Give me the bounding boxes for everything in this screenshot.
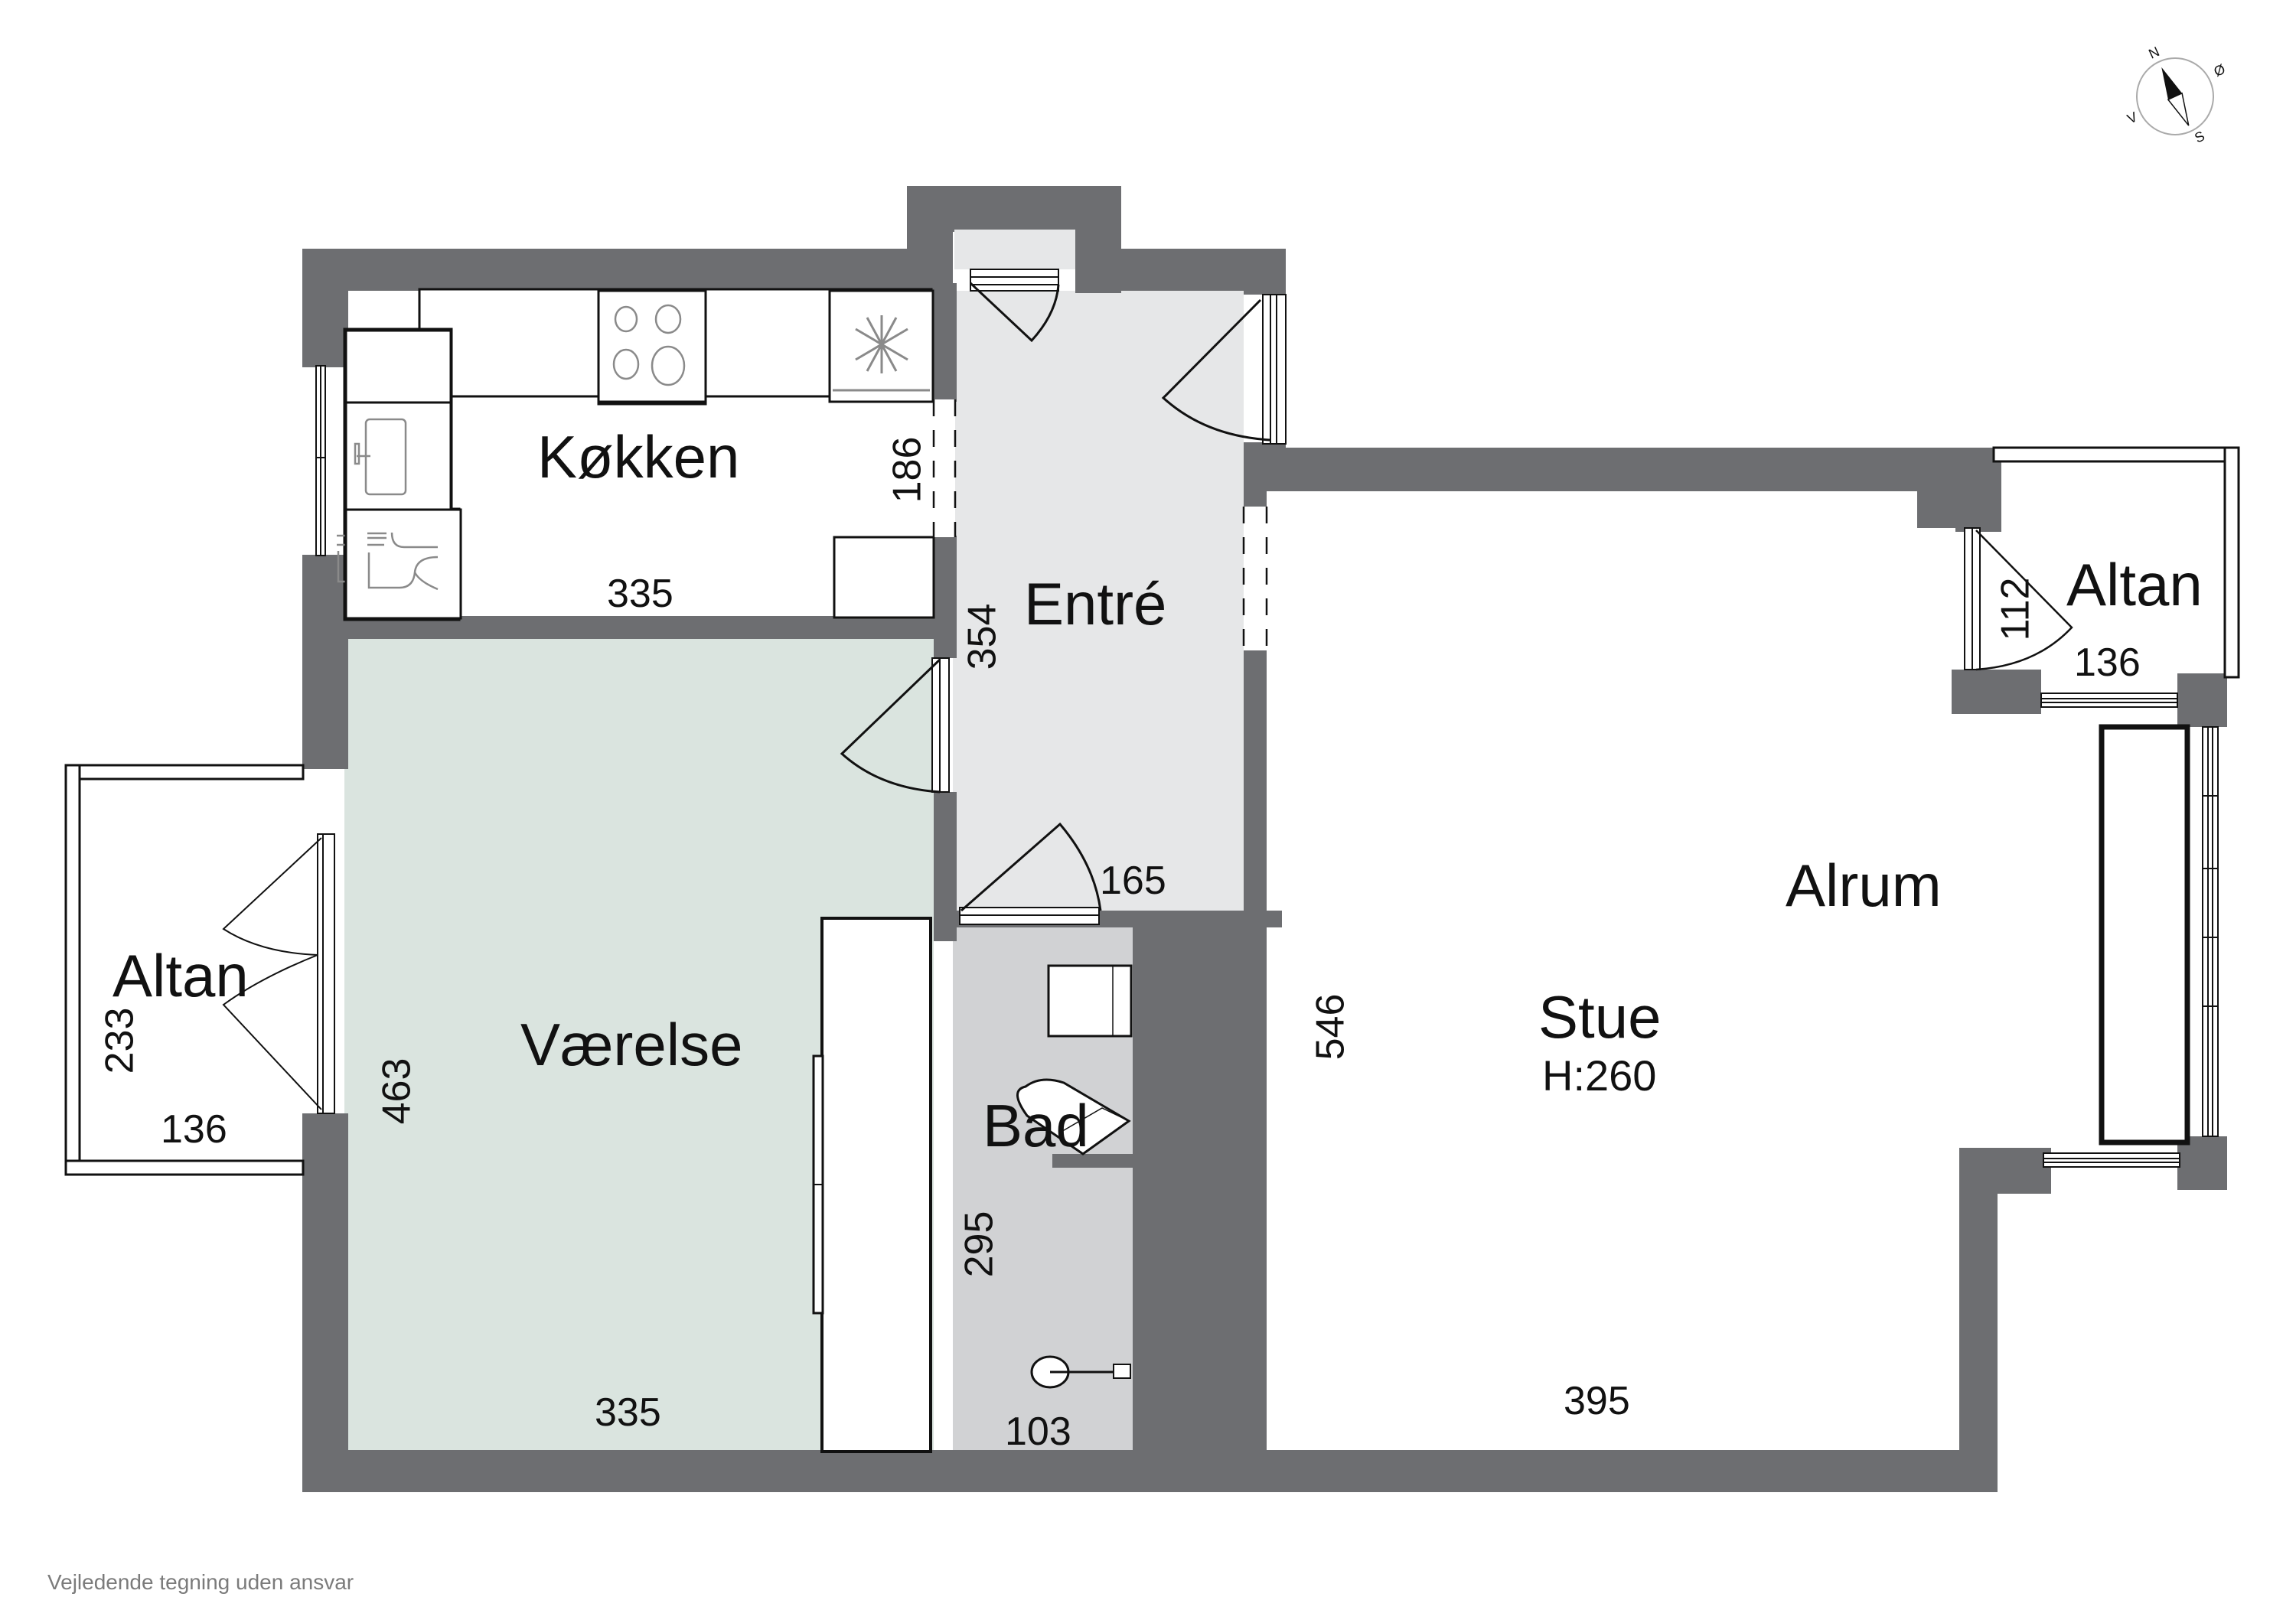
room-label-entre: Entré [1024, 570, 1167, 637]
compass-icon [2136, 57, 2214, 135]
dim-altan-east-depth: 112 [1993, 577, 2038, 641]
alrum-bench [2099, 724, 2190, 1146]
sink-icon-2 [354, 418, 407, 496]
dim-entre-width: 165 [1100, 859, 1166, 903]
kitchen-window [315, 365, 326, 556]
door-swing-bad [960, 822, 1102, 912]
dishwasher-icon-2 [367, 532, 439, 591]
toilet [1016, 1078, 1131, 1155]
stue-floor [1267, 490, 2032, 1454]
west-balcony-door [222, 833, 335, 1114]
bad-fixtures [1016, 964, 1133, 1389]
room-label-vaerelse: Værelse [520, 1011, 743, 1078]
room-label-altan-west: Altan [113, 942, 249, 1009]
dim-stue-width: 395 [1564, 1379, 1630, 1423]
dim-altan-west-depth: 233 [97, 1007, 142, 1074]
east-fixtures [1964, 527, 2219, 1168]
dim-altan-east-width: 136 [2074, 640, 2141, 685]
dim-entre-depth: 354 [960, 603, 1005, 670]
dim-bad-width: 103 [1005, 1410, 1071, 1454]
door-swing-entrance [1161, 298, 1271, 442]
room-label-stue: Stue [1538, 983, 1662, 1051]
stove-icon [612, 304, 686, 386]
stove [597, 289, 707, 403]
east-balcony-railing [1992, 446, 2240, 679]
kitchen-left-column [344, 329, 462, 620]
room-label-kokken: Køkken [537, 423, 740, 490]
room-label-altan-east: Altan [2066, 551, 2203, 618]
room-label-alrum: Alrum [1786, 852, 1942, 919]
floors [344, 291, 2032, 1454]
fan-unit [828, 289, 934, 403]
fan-icon [833, 315, 930, 392]
disclaimer-text: Vejledende tegning uden ansvar [47, 1570, 354, 1594]
door-swing-top [969, 282, 1060, 343]
dim-vaerelse-depth: 463 [374, 1058, 419, 1125]
dim-kokken-width: 335 [607, 572, 673, 616]
dim-kokken-depth: 186 [885, 436, 930, 504]
room-label-bad: Bad [983, 1092, 1089, 1159]
entre-fixtures [840, 230, 1287, 925]
door-swing-vaerelse [840, 658, 941, 794]
kitchen-opening [932, 399, 957, 537]
washbasin [1047, 964, 1133, 1038]
walls [302, 186, 2227, 1492]
dim-bad-depth: 295 [957, 1211, 1002, 1278]
room-height-stue: H:260 [1542, 1051, 1657, 1100]
west-balcony-railing [64, 764, 305, 1176]
wardrobe [812, 917, 932, 1453]
entre-floor [953, 291, 1244, 911]
corner-cabinet [833, 536, 935, 619]
dim-stue-depth: 546 [1308, 993, 1353, 1061]
dim-altan-west-width: 136 [161, 1107, 227, 1152]
dim-vaerelse-width: 335 [595, 1390, 661, 1435]
